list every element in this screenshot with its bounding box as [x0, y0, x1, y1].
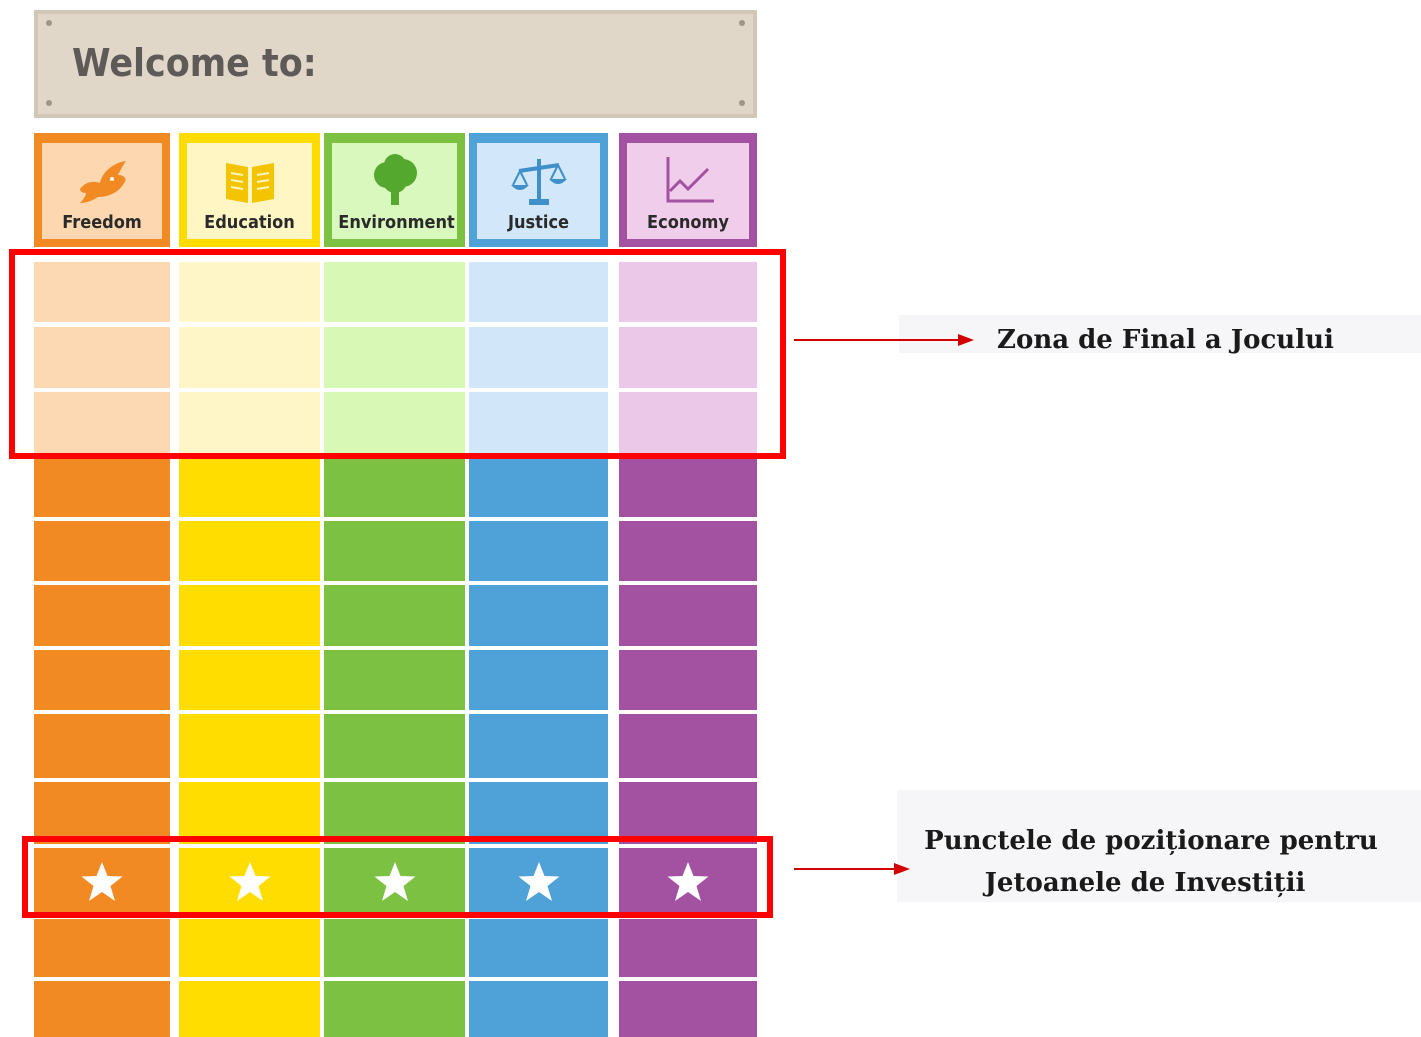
investment-point-cell [324, 848, 465, 915]
track-cell [34, 981, 170, 1037]
banner-title: Welcome to: [72, 41, 317, 85]
investment-label-line2: Jetoanele de Investiții [984, 868, 1306, 898]
investment-point-cell [469, 848, 608, 915]
track-cell [34, 714, 170, 778]
end-zone-cell [619, 392, 757, 453]
column-header-environment: Environment [324, 133, 465, 247]
column-header-panel: Justice [477, 143, 600, 239]
column-label: Education [204, 212, 295, 233]
track-cell [469, 981, 608, 1037]
track-cell [619, 585, 757, 646]
track-cell [469, 585, 608, 646]
track-cell [179, 714, 320, 778]
column-label: Justice [507, 212, 570, 233]
track-cell [34, 521, 170, 581]
star-icon [666, 860, 710, 904]
end-zone-cell [469, 327, 608, 388]
track-cell [469, 782, 608, 844]
track-cell [34, 782, 170, 844]
open-book-icon [220, 153, 280, 209]
track-cell [324, 714, 465, 778]
track-cell [34, 919, 170, 977]
track-cell [619, 981, 757, 1037]
track-cell [469, 650, 608, 710]
end-zone-label: Zona de Final a Jocului [997, 325, 1334, 355]
track-cell [619, 714, 757, 778]
track-cell [619, 521, 757, 581]
track-cell [324, 521, 465, 581]
line-chart-icon [658, 153, 718, 209]
investment-point-cell [179, 848, 320, 915]
track-cell [469, 457, 608, 517]
end-zone-cell [179, 262, 320, 322]
column-label: Environment [338, 212, 455, 233]
track-cell [619, 650, 757, 710]
welcome-banner: Welcome to: [34, 10, 757, 118]
end-zone-cell [34, 392, 170, 453]
rivet-icon [46, 100, 52, 106]
track-cell [619, 782, 757, 844]
end-zone-cell [324, 392, 465, 453]
end-zone-cell [34, 327, 170, 388]
tree-icon [365, 153, 425, 209]
track-cell [469, 919, 608, 977]
track-cell [324, 981, 465, 1037]
column-header-panel: Environment [332, 143, 457, 239]
arrow-icon [794, 331, 976, 349]
track-cell [469, 521, 608, 581]
column-header-education: Education [179, 133, 320, 247]
column-label: Economy [647, 212, 729, 233]
track-cell [619, 457, 757, 517]
track-cell [179, 782, 320, 844]
column-header-panel: Education [187, 143, 312, 239]
track-cell [179, 585, 320, 646]
track-cell [324, 782, 465, 844]
end-zone-cell [179, 327, 320, 388]
track-cell [324, 585, 465, 646]
track-cell [324, 650, 465, 710]
end-zone-cell [469, 262, 608, 322]
track-cell [179, 650, 320, 710]
end-zone-cell [324, 327, 465, 388]
track-cell [469, 714, 608, 778]
track-cell [324, 919, 465, 977]
star-icon [373, 860, 417, 904]
column-label: Freedom [62, 212, 142, 233]
track-cell [34, 457, 170, 517]
rivet-icon [739, 20, 745, 26]
end-zone-cell [179, 392, 320, 453]
column-header-justice: Justice [469, 133, 608, 247]
track-cell [324, 457, 465, 517]
track-cell [179, 981, 320, 1037]
track-cell [619, 919, 757, 977]
column-header-freedom: Freedom [34, 133, 170, 247]
star-icon [517, 860, 561, 904]
star-icon [80, 860, 124, 904]
column-header-panel: Freedom [42, 143, 162, 239]
end-zone-cell [469, 392, 608, 453]
arrow-icon [794, 860, 912, 878]
end-zone-cell [324, 262, 465, 322]
investment-point-cell [34, 848, 170, 915]
track-cell [179, 521, 320, 581]
end-zone-cell [619, 327, 757, 388]
track-cell [34, 585, 170, 646]
star-icon [228, 860, 272, 904]
rivet-icon [46, 20, 52, 26]
track-cell [179, 919, 320, 977]
investment-label-line1: Punctele de poziționare pentru [924, 826, 1378, 856]
column-header-panel: Economy [627, 143, 749, 239]
scales-icon [509, 153, 569, 209]
track-cell [34, 650, 170, 710]
rivet-icon [739, 100, 745, 106]
end-zone-annotation-box [899, 315, 1421, 353]
end-zone-cell [619, 262, 757, 322]
investment-annotation-box [897, 790, 1421, 902]
investment-point-cell [619, 848, 757, 915]
end-zone-cell [34, 262, 170, 322]
track-cell [179, 457, 320, 517]
dove-icon [72, 153, 132, 209]
column-header-economy: Economy [619, 133, 757, 247]
